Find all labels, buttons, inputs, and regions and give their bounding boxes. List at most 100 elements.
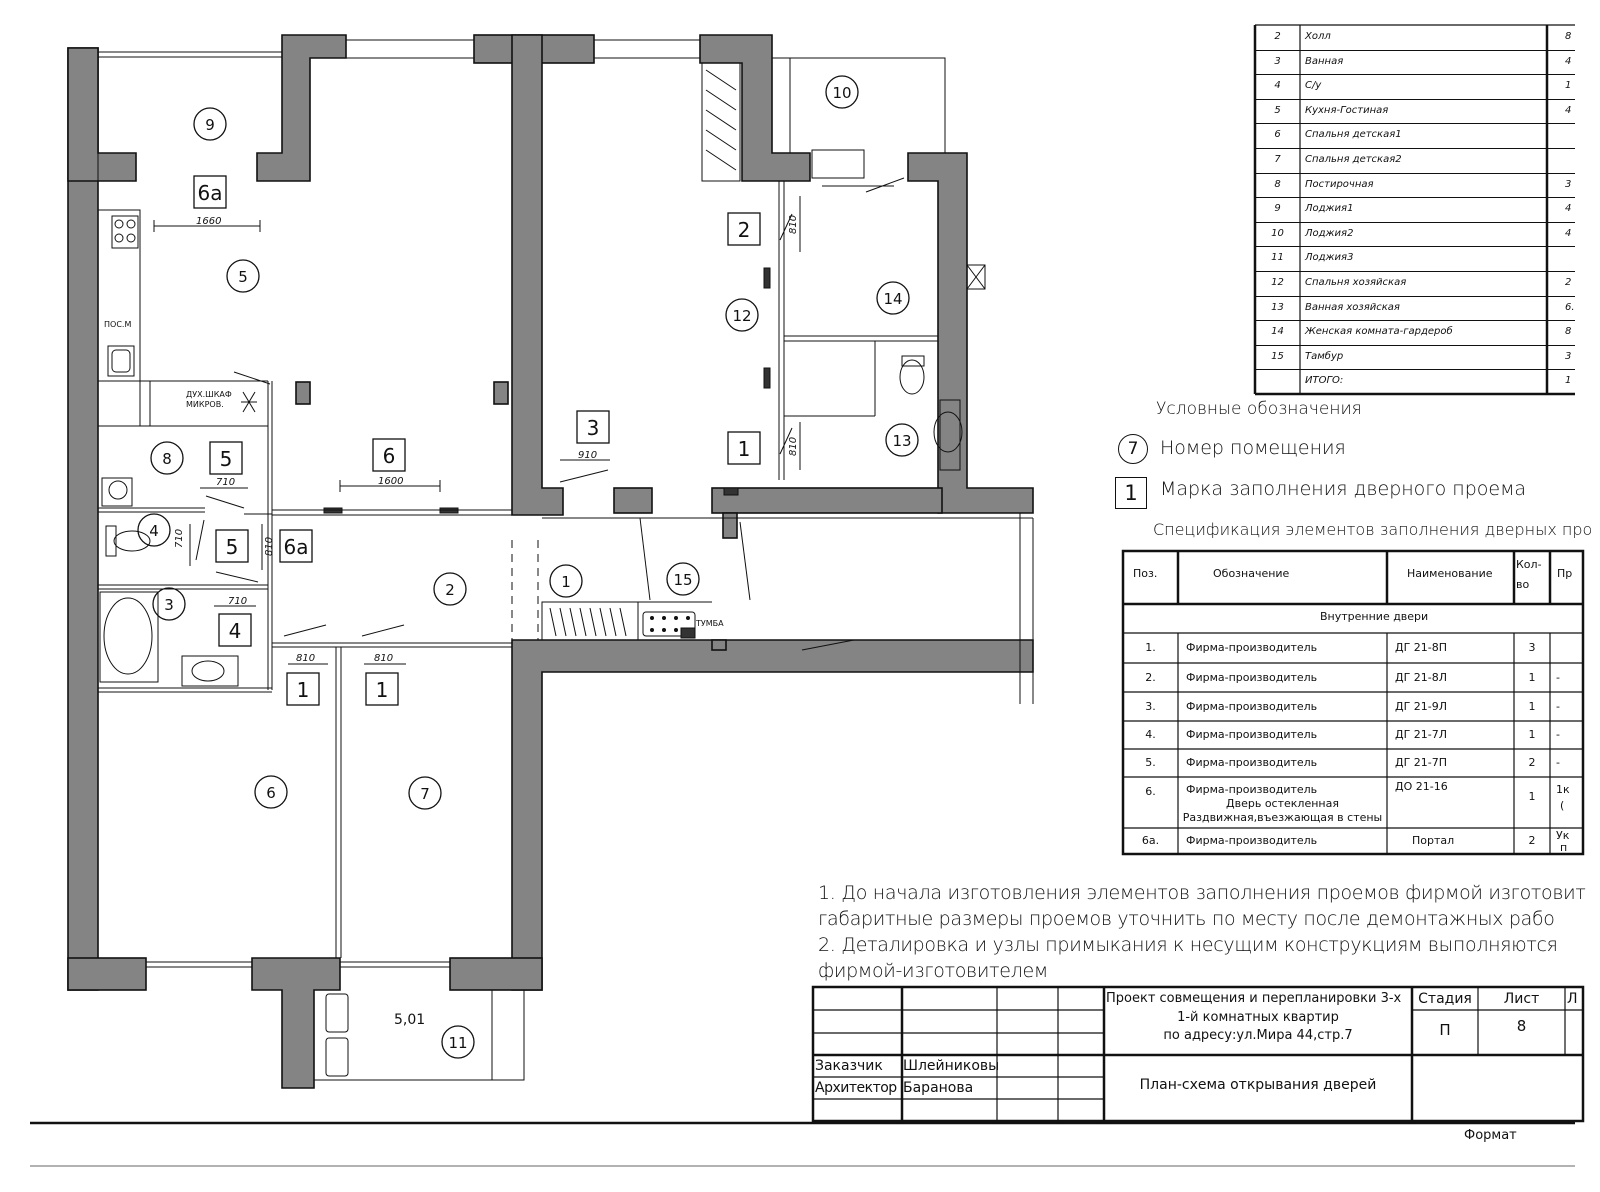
spec-note: Ук	[1556, 829, 1570, 842]
door-mark-1-c: 1	[738, 437, 751, 461]
spec-pos: 4.	[1145, 728, 1156, 741]
rooms-table-area: 6.	[1565, 301, 1575, 313]
dim-710-a: 710	[216, 477, 235, 488]
note-line-2: габаритные размеры проемов уточнить по м…	[818, 908, 1555, 930]
dim-710-b: 710	[228, 596, 247, 607]
dim-810-h: 810	[788, 437, 799, 456]
rooms-table-area: 8	[1565, 326, 1572, 338]
customer-value: Шлейниковы	[903, 1058, 1000, 1074]
dim-1660: 1660	[196, 216, 221, 227]
rooms-table-area: 8	[1565, 31, 1572, 42]
rooms-table-row-divider	[1255, 320, 1575, 322]
stage-label: Стадия	[1418, 991, 1472, 1007]
rooms-table-name: Лоджия2	[1305, 227, 1354, 239]
note-line-3: 2. Деталировка и узлы примыкания к несущ…	[818, 934, 1558, 956]
spec-name: ДГ 21-8П	[1395, 641, 1448, 654]
rooms-table-area: 4	[1565, 104, 1572, 116]
label-micro: МИКРОВ.	[186, 400, 224, 409]
rooms-table-name: Спальня детская2	[1305, 154, 1402, 165]
rooms-table-area: 3	[1565, 350, 1572, 362]
rooms-table-name: Ванная хозяйская	[1305, 301, 1400, 313]
spec-qty: 1	[1528, 670, 1536, 684]
room-number-2: 2	[445, 581, 455, 599]
rooms-table-num: 5	[1274, 104, 1281, 116]
door-mark-3: 3	[587, 416, 600, 440]
spec-name: ДГ 21-7П	[1395, 756, 1448, 769]
spec-note-2: (	[1560, 799, 1565, 812]
rooms-table-name: Холл	[1305, 31, 1331, 42]
format-label: Формат	[1464, 1128, 1517, 1143]
spec-designation: Фирма-производитель	[1186, 756, 1318, 769]
dim-810-f: 810	[264, 537, 275, 556]
rooms-table-row-divider	[1255, 172, 1575, 174]
spec-note: -	[1556, 756, 1560, 769]
room-number-13: 13	[892, 432, 911, 450]
label-oven: ДУХ.ШКАФ	[186, 390, 232, 399]
spec-name: ДО 21-16	[1395, 780, 1448, 793]
sheet-label: Лист	[1503, 991, 1540, 1007]
rooms-table-num: 3	[1274, 55, 1281, 67]
room-number-15: 15	[673, 571, 692, 589]
room-number-12: 12	[732, 307, 751, 325]
room-number-5: 5	[238, 268, 248, 286]
rooms-table-name: Тамбур	[1305, 350, 1344, 362]
project-line-3: по адресу:ул.Мира 44,стр.7	[1163, 1028, 1353, 1043]
rooms-table-area: 4	[1565, 55, 1572, 67]
spec-header-name: Наименование	[1407, 567, 1493, 580]
spec-title: Спецификация элементов заполнения дверны…	[1153, 520, 1593, 539]
rooms-table-area: 1	[1565, 80, 1572, 92]
door-mark-6a-top: 6а	[198, 181, 223, 205]
rooms-table-name: ИТОГО:	[1305, 375, 1344, 387]
door-mark-6a-mid: 6а	[284, 535, 309, 559]
label-pos-m: ПОС.М	[104, 320, 131, 329]
door-mark-1-b: 1	[376, 678, 389, 702]
spec-qty: 2	[1528, 756, 1536, 769]
rooms-table-area: 4	[1565, 227, 1572, 239]
rooms-table-row-divider	[1255, 295, 1575, 297]
spec-name: Портал	[1412, 834, 1455, 847]
spec-header-note: Пр	[1557, 567, 1573, 580]
door-mark-4: 4	[229, 619, 242, 643]
room-number-6: 6	[266, 784, 276, 802]
note-line-4: фирмой-изготовителем	[818, 960, 1048, 982]
spec-designation: Фирма-производитель	[1186, 728, 1318, 741]
dim-910: 910	[578, 450, 597, 461]
dim-1600: 1600	[378, 476, 403, 487]
furniture	[99, 69, 963, 1077]
spec-note-2: п	[1560, 841, 1568, 854]
room-number-14: 14	[883, 290, 902, 308]
spec-section: Внутренние двери	[1320, 610, 1429, 623]
legend-title: Условные обозначения	[1156, 399, 1362, 419]
rooms-table-num: 2	[1274, 31, 1281, 42]
spec-designation-2: Дверь остекленная	[1226, 797, 1339, 810]
rooms-table-num: 15	[1271, 350, 1284, 362]
drawing-name: План-схема открывания дверей	[1139, 1077, 1377, 1093]
architect-value: Баранова	[903, 1080, 974, 1096]
spec-header-qty: Кол-во	[1516, 558, 1542, 591]
rooms-table-num: 11	[1271, 252, 1284, 264]
spec-name: ДГ 21-7Л	[1395, 728, 1448, 741]
project-line-1: Проект совмещения и перепланировки 3-х	[1106, 991, 1402, 1006]
stage-value: П	[1439, 1021, 1451, 1039]
sheets-label: Л	[1567, 991, 1578, 1007]
partitions	[97, 39, 1034, 1081]
rooms-table-name: Лоджия1	[1305, 203, 1354, 215]
rooms-table-area: 2	[1565, 277, 1572, 288]
spec-qty: 1	[1528, 790, 1536, 803]
door-mark-5-top: 5	[220, 447, 233, 471]
spec-pos: 5.	[1145, 756, 1156, 769]
spec-qty: 2	[1528, 834, 1536, 847]
spec-qty: 3	[1528, 641, 1536, 654]
rooms-table-name: Постирочная	[1305, 178, 1374, 190]
legend-door-mark-symbol: 1	[1115, 477, 1147, 509]
spec-designation: Фирма-производитель	[1186, 670, 1318, 684]
walls	[67, 34, 1034, 1089]
project-line-2: 1-й комнатных квартир	[1177, 1010, 1339, 1025]
dim-810-c: 810	[296, 653, 315, 664]
spec-designation: Фирма-производитель	[1186, 834, 1318, 847]
rooms-table-name: Женская комната-гардероб	[1305, 326, 1453, 338]
rooms-table-row-divider	[1255, 148, 1575, 149]
rooms-table-row-divider	[1255, 271, 1575, 272]
room-numbers: 9 5 8 4 3 2 1 15 6 7 11 12 14 13 10	[137, 75, 919, 1059]
